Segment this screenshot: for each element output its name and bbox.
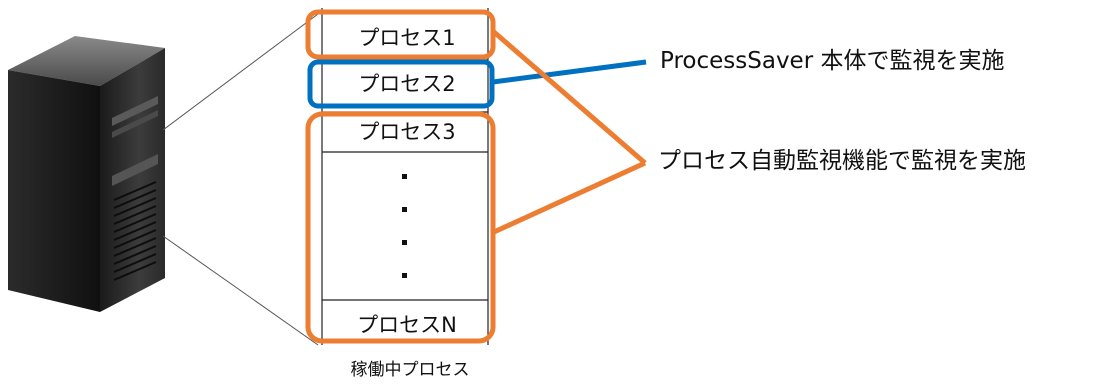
zoom-line-top — [162, 13, 319, 131]
ellipsis-dot — [402, 207, 407, 212]
orange-callout-text: プロセス自動監視機能で監視を実施 — [658, 148, 1026, 174]
running-processes-caption: 稼働中プロセス — [350, 360, 470, 380]
blue-callout-line — [492, 59, 647, 85]
process-3-label: プロセス3 — [358, 120, 456, 144]
highlight-box-process2 — [307, 59, 495, 109]
highlight-box-process3-n — [305, 111, 496, 344]
ellipsis-dot — [402, 240, 407, 245]
orange-callout-line-lower — [492, 160, 647, 235]
zoom-line-bottom — [162, 235, 319, 346]
process-n-label: プロセスN — [357, 313, 457, 337]
blue-callout-text: ProcessSaver 本体で監視を実施 — [660, 48, 1005, 74]
process-2-label: プロセス2 — [358, 72, 456, 96]
ellipsis-dot — [402, 174, 407, 179]
server-icon — [8, 36, 165, 312]
orange-callout-line-upper — [492, 30, 647, 165]
process-1-label: プロセス1 — [358, 26, 456, 50]
ellipsis-dot — [402, 273, 407, 278]
highlight-box-process1 — [305, 9, 496, 60]
